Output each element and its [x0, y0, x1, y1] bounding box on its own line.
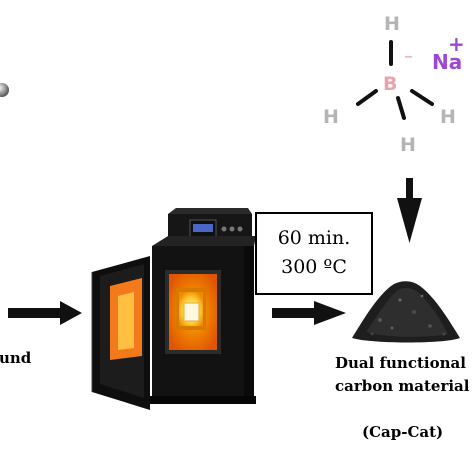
arrow-down: [397, 178, 422, 243]
atom-h-bottom: H: [400, 134, 416, 156]
condition-time: 60 min.: [277, 227, 351, 249]
atom-h-top: H: [384, 13, 400, 35]
arrow-to-product: [272, 301, 346, 325]
arrow-into-furnace: [8, 301, 82, 325]
charge-minus: –: [404, 46, 413, 67]
charge-plus: +: [448, 32, 465, 56]
left-label-fragment: und: [0, 349, 32, 367]
carbon-powder-pile: [352, 281, 460, 343]
furnace: [91, 208, 256, 410]
atom-b: B: [383, 73, 398, 95]
atom-h-left: H: [323, 106, 339, 128]
product-abbreviation: (Cap-Cat): [362, 423, 444, 441]
atom-na: Na: [432, 50, 463, 74]
reaction-conditions-box: 60 min. 300 ºC: [255, 212, 373, 295]
product-label-line2: carbon material: [335, 377, 470, 395]
partial-sphere: [0, 83, 9, 97]
atom-h-right: H: [440, 106, 456, 128]
molecule-bonds: [356, 40, 434, 120]
condition-temperature: 300 ºC: [281, 256, 347, 278]
product-label-line1: Dual functional: [335, 354, 466, 372]
